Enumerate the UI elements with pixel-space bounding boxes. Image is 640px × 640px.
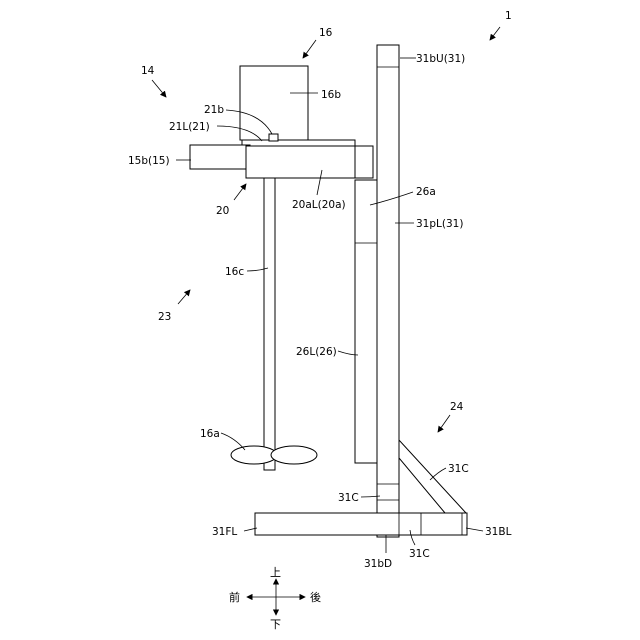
compass-down-label: 下 (270, 618, 281, 631)
label-31pL: 31pL(31) (416, 218, 463, 230)
blade-right (271, 446, 317, 464)
label-21L: 21L(21) (169, 121, 210, 133)
blade-left (231, 446, 277, 464)
compass-back-label: 後 (310, 590, 321, 604)
plate-21L (242, 140, 355, 146)
leader-31BL (466, 528, 483, 531)
base-beam (255, 513, 467, 535)
label-16: 16 (319, 27, 333, 39)
label-31C-left: 31C (338, 492, 359, 504)
arrow-20 (234, 184, 246, 200)
leader-31C-right (430, 468, 446, 480)
compass-front-label: 前 (229, 590, 240, 604)
label-16b: 16b (321, 89, 341, 101)
label-31bD: 31bD (364, 558, 392, 570)
arrow-24 (438, 415, 450, 432)
label-26a: 26a (416, 186, 436, 198)
label-15b: 15b(15) (128, 155, 170, 167)
label-16a: 16a (200, 428, 220, 440)
label-20: 20 (216, 205, 229, 217)
label-14: 14 (141, 65, 155, 77)
guide-rail-26L (355, 180, 377, 463)
compass-up-label: 上 (270, 566, 281, 579)
carriage-end (355, 146, 373, 178)
label-1: 1 (505, 10, 512, 22)
motor-housing (240, 66, 308, 140)
label-20aL: 20aL(20a) (292, 199, 346, 211)
label-16c: 16c (225, 266, 244, 278)
label-21b: 21b (204, 104, 224, 116)
arrow-1 (490, 27, 500, 40)
knob-21b (269, 134, 278, 141)
label-31BL: 31BL (485, 526, 512, 538)
carriage-20aL (246, 146, 373, 178)
agitator-shaft (264, 178, 275, 470)
label-26L: 26L(26) (296, 346, 337, 358)
label-31FL: 31FL (212, 526, 237, 538)
arm-15b (190, 145, 250, 169)
label-23: 23 (158, 311, 171, 323)
label-31C-bottom: 31C (409, 548, 430, 560)
label-31bU: 31bU(31) (416, 53, 465, 65)
arrow-14 (152, 80, 166, 97)
arrow-16 (303, 40, 316, 58)
label-31C-right: 31C (448, 463, 469, 475)
arrow-23 (178, 290, 190, 304)
diagonal-brace (399, 440, 466, 513)
vertical-post (377, 45, 399, 537)
label-24: 24 (450, 401, 464, 413)
direction-compass: 上 下 前 後 (229, 566, 321, 631)
